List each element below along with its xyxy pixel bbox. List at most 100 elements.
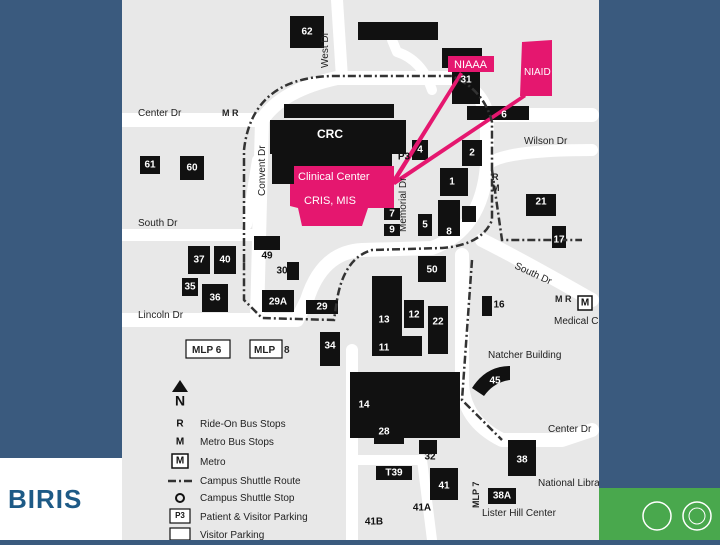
building-16 bbox=[482, 296, 492, 316]
svg-text:36: 36 bbox=[209, 293, 221, 304]
building-62 bbox=[290, 16, 324, 48]
svg-text:M R: M R bbox=[222, 108, 239, 118]
building-37 bbox=[188, 246, 210, 274]
svg-text:Wilson Dr: Wilson Dr bbox=[524, 136, 568, 147]
svg-text:38: 38 bbox=[516, 455, 528, 466]
svg-text:West Dr: West Dr bbox=[320, 31, 331, 68]
building-49 bbox=[254, 236, 280, 250]
svg-text:Metro Bus Stops: Metro Bus Stops bbox=[200, 437, 274, 448]
cris-mis-label: CRIS, MIS bbox=[304, 195, 356, 207]
svg-text:National Library of Medicine: National Library of Medicine bbox=[538, 478, 599, 489]
building-22 bbox=[428, 306, 448, 354]
svg-text:Natcher Building: Natcher Building bbox=[488, 350, 561, 361]
building-35 bbox=[182, 278, 198, 296]
svg-text:29A: 29A bbox=[269, 297, 287, 308]
building-41 bbox=[430, 468, 458, 500]
svg-text:Patient & Visitor Parking: Patient & Visitor Parking bbox=[200, 512, 308, 523]
svg-text:Center Dr: Center Dr bbox=[138, 108, 182, 119]
building-38 bbox=[508, 440, 536, 476]
svg-text:R: R bbox=[492, 172, 499, 182]
building-31 bbox=[452, 70, 480, 104]
svg-text:35: 35 bbox=[184, 282, 196, 293]
niaid-highlight bbox=[520, 40, 552, 96]
svg-text:Medical Center Metro: Medical Center Metro bbox=[554, 316, 599, 327]
building-50 bbox=[418, 256, 446, 282]
svg-text:N: N bbox=[175, 393, 185, 409]
mlp-8-label: MLP bbox=[254, 345, 275, 356]
svg-text:60: 60 bbox=[186, 163, 198, 174]
svg-text:11: 11 bbox=[379, 343, 390, 354]
shuttle-route bbox=[242, 74, 582, 441]
building-12 bbox=[404, 300, 424, 328]
svg-text:Metro: Metro bbox=[200, 457, 226, 468]
niaaa-label: NIAAA bbox=[454, 59, 488, 71]
svg-text:4: 4 bbox=[417, 145, 423, 156]
mlp-7-label: MLP 7 bbox=[471, 482, 481, 508]
building-7 bbox=[384, 208, 400, 220]
svg-text:6: 6 bbox=[501, 110, 507, 121]
building-14 bbox=[350, 372, 460, 438]
svg-text:30: 30 bbox=[276, 266, 288, 277]
building-crc bbox=[270, 120, 406, 154]
building-29 bbox=[306, 300, 338, 314]
building-21 bbox=[526, 194, 556, 216]
building-labels: 62 31 6 4 2 1 P3 61 60 7 9 5 8 21 17 49 … bbox=[144, 27, 565, 528]
svg-text:37: 37 bbox=[193, 255, 205, 266]
svg-text:R: R bbox=[176, 419, 184, 430]
biris-logo-text: BIRIS bbox=[8, 484, 83, 514]
mlp-6-label: MLP 6 bbox=[192, 345, 222, 356]
building-5 bbox=[418, 214, 432, 236]
svg-text:61: 61 bbox=[144, 160, 156, 171]
building-11 bbox=[372, 336, 422, 356]
crc-label: CRC bbox=[317, 127, 343, 141]
highlight-shapes bbox=[290, 40, 552, 226]
niaid-label: NIAID bbox=[524, 67, 551, 78]
building-2 bbox=[462, 140, 482, 166]
svg-text:Ride-On Bus Stops: Ride-On Bus Stops bbox=[200, 419, 286, 430]
svg-text:M: M bbox=[492, 183, 500, 193]
svg-text:2: 2 bbox=[469, 148, 475, 159]
building-17 bbox=[552, 226, 566, 248]
svg-text:9: 9 bbox=[389, 225, 395, 236]
building-61 bbox=[140, 156, 160, 174]
building-28 bbox=[374, 420, 404, 444]
svg-text:7: 7 bbox=[389, 209, 395, 220]
svg-text:M: M bbox=[581, 298, 589, 309]
svg-text:P3: P3 bbox=[175, 511, 185, 520]
svg-text:31: 31 bbox=[460, 75, 472, 86]
building-60 bbox=[180, 156, 204, 180]
building-8 bbox=[438, 200, 460, 236]
svg-text:Convent Dr: Convent Dr bbox=[257, 145, 268, 196]
building-t39 bbox=[376, 466, 412, 480]
svg-text:41B: 41B bbox=[365, 517, 383, 528]
building-45 bbox=[472, 366, 510, 396]
svg-text:M R: M R bbox=[555, 294, 572, 304]
svg-text:Lister Hill Center: Lister Hill Center bbox=[482, 508, 557, 519]
svg-text:M: M bbox=[176, 456, 184, 467]
pointer-niaaa bbox=[392, 72, 463, 182]
svg-text:16: 16 bbox=[493, 300, 505, 311]
svg-text:40: 40 bbox=[219, 255, 231, 266]
building-30 bbox=[287, 262, 299, 280]
campus-map: 62 31 6 4 2 1 P3 61 60 7 9 5 8 21 17 49 … bbox=[122, 0, 599, 540]
building-1 bbox=[440, 168, 468, 196]
svg-text:Memorial Dr: Memorial Dr bbox=[398, 177, 409, 232]
svg-text:1: 1 bbox=[449, 177, 455, 188]
map-drawing: 62 31 6 4 2 1 P3 61 60 7 9 5 8 21 17 49 … bbox=[122, 0, 599, 540]
svg-text:32: 32 bbox=[424, 452, 436, 463]
svg-text:Visitor Parking: Visitor Parking bbox=[200, 530, 264, 540]
svg-text:28: 28 bbox=[378, 427, 390, 438]
svg-text:12: 12 bbox=[408, 310, 420, 321]
building-32 bbox=[419, 440, 437, 454]
svg-text:45: 45 bbox=[489, 376, 501, 387]
svg-text:Center Dr: Center Dr bbox=[548, 424, 592, 435]
niaaa-highlight bbox=[448, 56, 494, 72]
clinical-center-label: Clinical Center bbox=[298, 171, 370, 183]
svg-text:8: 8 bbox=[446, 227, 452, 238]
biris-logo: BIRIS bbox=[0, 458, 122, 540]
svg-text:62: 62 bbox=[301, 27, 313, 38]
svg-text:34: 34 bbox=[324, 341, 336, 352]
building-29a bbox=[262, 290, 294, 312]
cris-mis-highlight bbox=[290, 184, 394, 226]
svg-text:Campus Shuttle Stop: Campus Shuttle Stop bbox=[200, 493, 295, 504]
